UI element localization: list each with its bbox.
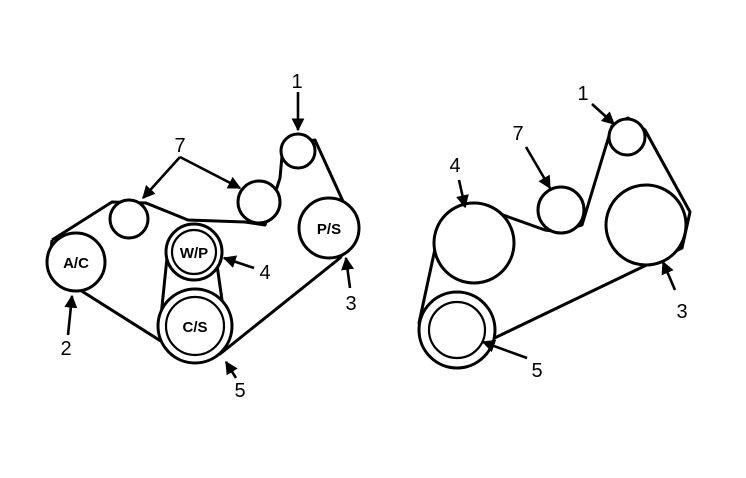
left-callout-5: 5 [234,380,245,402]
right-large-pulley-4 [432,201,516,285]
left-callout-2: 2 [60,338,71,360]
left-callout-4-arrow [222,255,255,270]
cs-pulley [156,287,234,365]
ac-pulley [45,231,107,293]
right-callout-3-arrow [661,260,677,291]
left-callout-1: 1 [291,71,302,93]
left-idler-pulley-a [108,198,150,240]
wp-pulley [164,222,224,282]
right-callout-3: 3 [676,301,687,323]
right-callout-1: 1 [577,83,588,105]
ps-label: P/S [317,221,341,238]
right-crank-pulley-groove [427,300,487,360]
left-callout-7a-arrow [142,156,181,199]
ac-label: A/C [63,255,89,272]
wp-label: W/P [180,245,208,262]
right-callout-4-arrow [456,179,469,209]
left-callout-2-arrow [64,294,78,336]
left-callout-7b-arrow [179,155,242,190]
left-callout-3-arrow [341,256,354,289]
left-callout-5-arrow [224,360,238,379]
cs-pulley-groove [164,295,226,357]
right-belt-diagram: 1 7 4 3 5 [417,83,692,382]
right-crank-pulley-5 [417,290,497,370]
wp-pulley-groove [170,228,218,276]
cs-label: C/S [182,319,207,336]
right-callout-1-arrow [591,103,615,125]
left-tensioner-pulley [279,132,317,170]
right-idler-pulley-7 [536,185,586,235]
left-belt-diagram: A/C W/P C/S P/S 1 7 2 3 4 5 [45,71,361,402]
left-callout-3: 3 [345,293,356,315]
right-large-pulley-3 [604,183,688,267]
right-callout-4: 4 [449,155,460,177]
right-callout-5: 5 [531,360,542,382]
right-tensioner-pulley-1 [607,117,647,157]
left-callout-4: 4 [259,262,270,284]
right-callout-7-arrow [524,146,552,190]
right-callout-7: 7 [512,123,523,145]
right-callout-5-arrow [481,339,528,360]
ps-pulley [297,196,361,260]
left-idler-pulley-b [236,179,282,225]
left-callout-7: 7 [174,135,185,157]
